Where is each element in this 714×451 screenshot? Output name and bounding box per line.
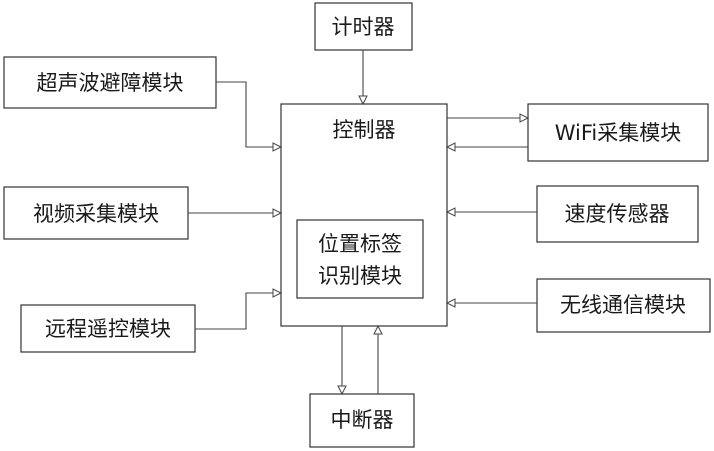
controller-title: 控制器 [333, 118, 396, 142]
interrupter-down-arrowhead [338, 386, 346, 394]
remote-arrowhead [273, 289, 281, 297]
speed-label: 速度传感器 [565, 202, 670, 226]
wireless-block: 无线通信模块 [447, 279, 710, 332]
video-arrowhead [273, 209, 281, 217]
wifi-incoming-arrowhead [447, 143, 455, 151]
interrupter-up-arrowhead [374, 326, 382, 334]
remote-label: 远程遥控模块 [45, 317, 171, 341]
remote-connector [195, 293, 273, 329]
timer-arrowhead [359, 96, 367, 104]
wifi-outgoing-arrowhead [520, 114, 528, 122]
wireless-label: 无线通信模块 [560, 293, 686, 317]
interrupter-block: 中断器 [310, 326, 414, 447]
remote-block: 远程遥控模块 [21, 289, 281, 352]
timer-label: 计时器 [332, 15, 395, 39]
video-block: 视频采集模块 [4, 187, 281, 239]
wireless-arrowhead [447, 299, 455, 307]
position-label-module-line2: 识别模块 [318, 264, 402, 288]
ultrasonic-block: 超声波避障模块 [4, 57, 281, 151]
ultrasonic-connector [216, 82, 273, 147]
video-label: 视频采集模块 [33, 202, 159, 226]
position-label-module: 位置标签 识别模块 [297, 220, 423, 298]
ultrasonic-label: 超声波避障模块 [37, 71, 184, 95]
timer-block: 计时器 [315, 3, 412, 104]
speed-block: 速度传感器 [447, 186, 698, 242]
ultrasonic-arrowhead [273, 143, 281, 151]
speed-arrowhead [447, 208, 455, 216]
wifi-label: WiFi采集模块 [555, 121, 682, 145]
position-label-module-line1: 位置标签 [318, 232, 402, 256]
wifi-block: WiFi采集模块 [447, 104, 708, 161]
interrupter-label: 中断器 [331, 408, 394, 432]
